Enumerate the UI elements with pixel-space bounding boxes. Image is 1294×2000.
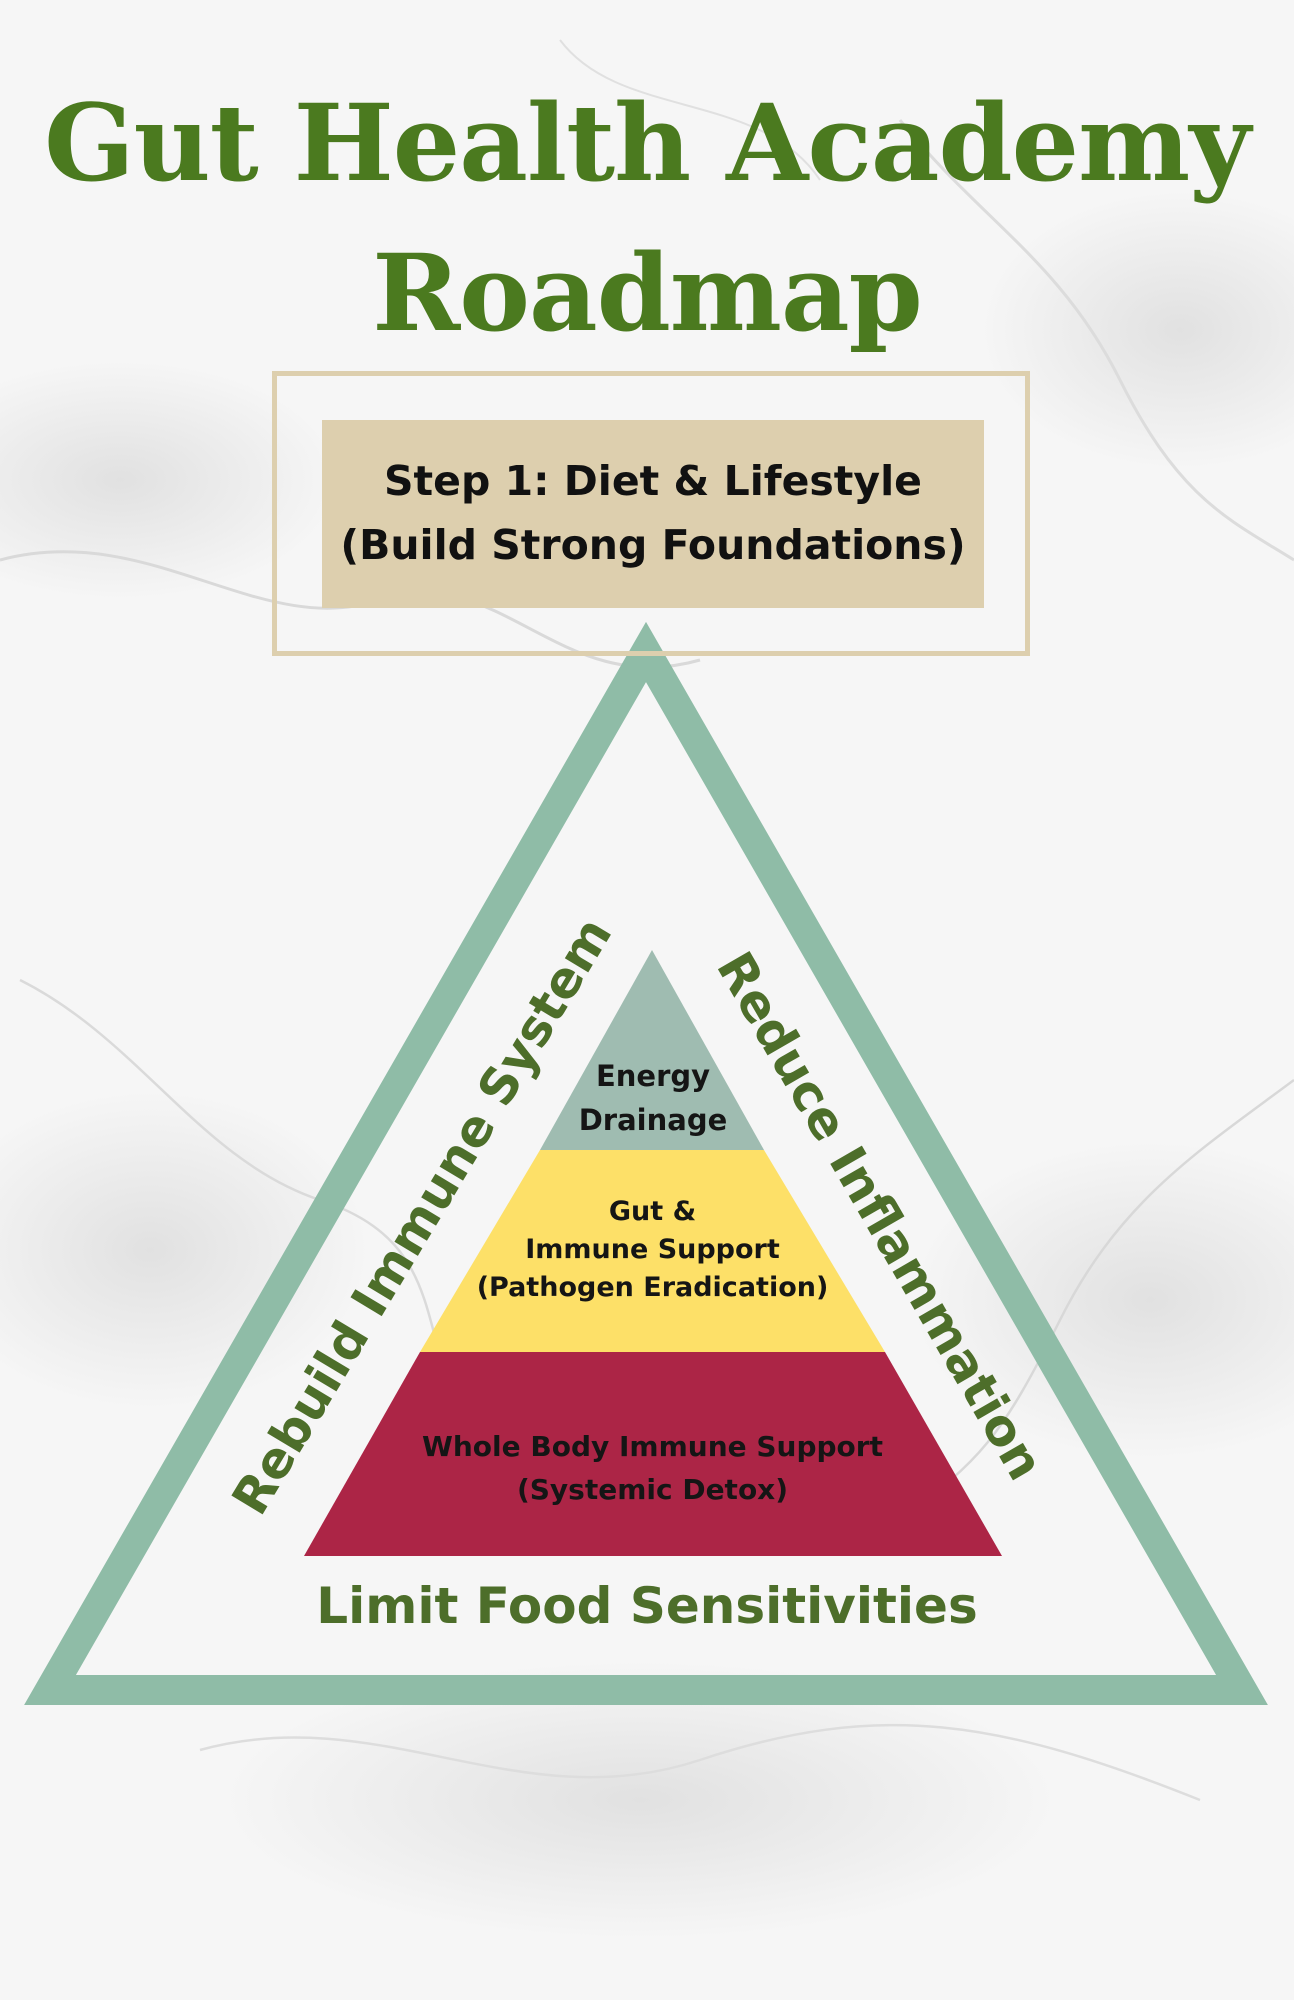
tier-top-label: Energy Drainage (553, 1055, 753, 1142)
tier-middle-label: Gut & Immune Support (Pathogen Eradicati… (440, 1193, 865, 1306)
tier-middle-line-1: Gut & (608, 1196, 697, 1227)
outer-triangle (24, 621, 1268, 1705)
step-box: Step 1: Diet & Lifestyle (Build Strong F… (322, 420, 984, 608)
bottom-side-label: Limit Food Sensitivities (316, 1577, 978, 1635)
tier-base-line-2: (Systemic Detox) (516, 1473, 789, 1507)
page-title-line-2: Roadmap (372, 230, 923, 355)
tier-base-line-1: Whole Body Immune Support (421, 1430, 883, 1463)
tier-top-line-2: Drainage (578, 1102, 728, 1137)
step-subtitle: (Build Strong Foundations) (340, 521, 966, 569)
tier-top-line-1: Energy (595, 1059, 711, 1093)
tier-base-label: Whole Body Immune Support (Systemic Deto… (340, 1425, 965, 1512)
tier-middle-line-2: Immune Support (525, 1233, 780, 1265)
tier-top (540, 950, 764, 1150)
step-frame (272, 371, 1030, 656)
step-title: Step 1: Diet & Lifestyle (384, 457, 922, 506)
tier-middle (420, 1150, 885, 1352)
tier-middle-line-3: (Pathogen Eradication) (476, 1271, 829, 1303)
page-title-line-1: Gut Health Academy (44, 80, 1251, 205)
tier-base (304, 1352, 1002, 1556)
